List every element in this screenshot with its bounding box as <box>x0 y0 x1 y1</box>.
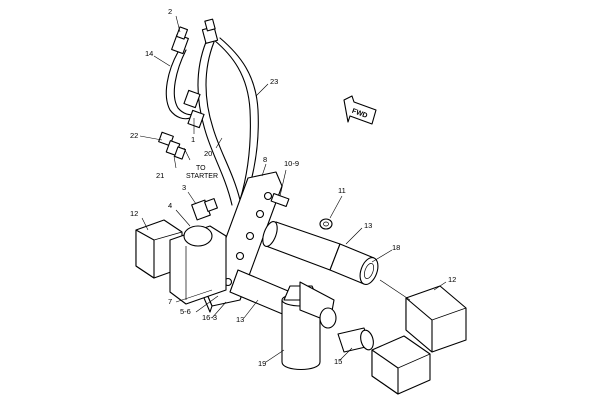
callout-18: 18 <box>392 243 400 252</box>
braided-hose-14 <box>165 49 197 120</box>
elbow-fitting-22 <box>158 131 187 160</box>
callout-7: 7 <box>168 297 172 306</box>
callout-1: 1 <box>191 135 195 144</box>
callout-2: 2 <box>168 7 172 16</box>
callout-4: 4 <box>168 201 172 210</box>
callout-10-9: 10-9 <box>284 159 299 168</box>
braided-hose-23 <box>213 37 259 201</box>
callout-11: 11 <box>338 186 346 195</box>
callout-22: 22 <box>130 131 138 140</box>
to-starter-line2: STARTER <box>186 173 218 180</box>
callout-13-lower: 13 <box>236 315 244 324</box>
to-starter-line1: TO <box>196 165 206 172</box>
callout-3: 3 <box>182 183 186 192</box>
bolt-10-9 <box>270 192 290 208</box>
hose-end-fitting-2 <box>171 26 189 55</box>
forward-direction-arrow <box>343 95 377 125</box>
callout-19: 19 <box>258 359 266 368</box>
fitting-1 <box>183 89 205 129</box>
callout-16-3: 16-3 <box>202 313 217 322</box>
braided-hose-20 <box>197 41 241 206</box>
sleeve-15 <box>337 327 374 353</box>
leader-lines <box>139 15 447 363</box>
fitting-3 <box>191 198 218 221</box>
callout-13-upper: 13 <box>364 221 372 230</box>
callout-12-left: 12 <box>130 209 138 218</box>
callout-20: 20 <box>204 149 212 158</box>
callout-23: 23 <box>270 77 278 86</box>
filter-19 <box>281 281 337 371</box>
callout-21: 21 <box>156 171 164 180</box>
washer-11 <box>319 218 333 230</box>
callout-15: 15 <box>334 357 342 366</box>
callout-8: 8 <box>263 155 267 164</box>
sleeve-18 <box>329 243 379 285</box>
callout-12-right: 12 <box>448 275 456 284</box>
hose-end-fitting-top <box>201 18 219 44</box>
valve-body-4 <box>169 225 227 305</box>
right-housing-12-lower <box>371 335 431 395</box>
callout-14: 14 <box>145 49 153 58</box>
right-housing-12-upper <box>405 285 467 353</box>
callout-5-6: 5-6 <box>180 307 191 316</box>
